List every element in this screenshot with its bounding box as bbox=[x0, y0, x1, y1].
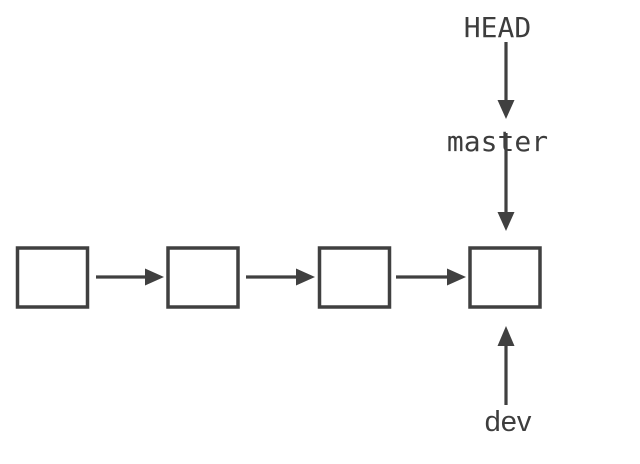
arrow-commit-2-to-3 bbox=[246, 268, 315, 286]
arrowhead-down-icon bbox=[497, 212, 515, 231]
arrowhead-right-icon bbox=[145, 268, 164, 286]
arrowhead-right-icon bbox=[296, 268, 315, 286]
commit-box-2 bbox=[166, 246, 240, 309]
arrowhead-up-icon bbox=[497, 326, 515, 346]
head-label: HEAD bbox=[464, 11, 531, 44]
master-pointer: master bbox=[447, 125, 548, 231]
arrow-commit-3-to-4 bbox=[396, 268, 466, 286]
commit-box-1 bbox=[15, 246, 90, 309]
arrow-commit-1-to-2 bbox=[96, 268, 164, 286]
commit-box-3 bbox=[317, 246, 392, 309]
dev-pointer: dev bbox=[485, 326, 532, 438]
arrowhead-down-icon bbox=[497, 100, 515, 119]
commit-box-4 bbox=[468, 246, 542, 309]
master-label: master bbox=[447, 125, 548, 158]
arrowhead-right-icon bbox=[447, 268, 466, 286]
commit-chain bbox=[15, 246, 542, 309]
head-pointer: HEAD bbox=[464, 11, 531, 119]
dev-label: dev bbox=[485, 406, 532, 438]
